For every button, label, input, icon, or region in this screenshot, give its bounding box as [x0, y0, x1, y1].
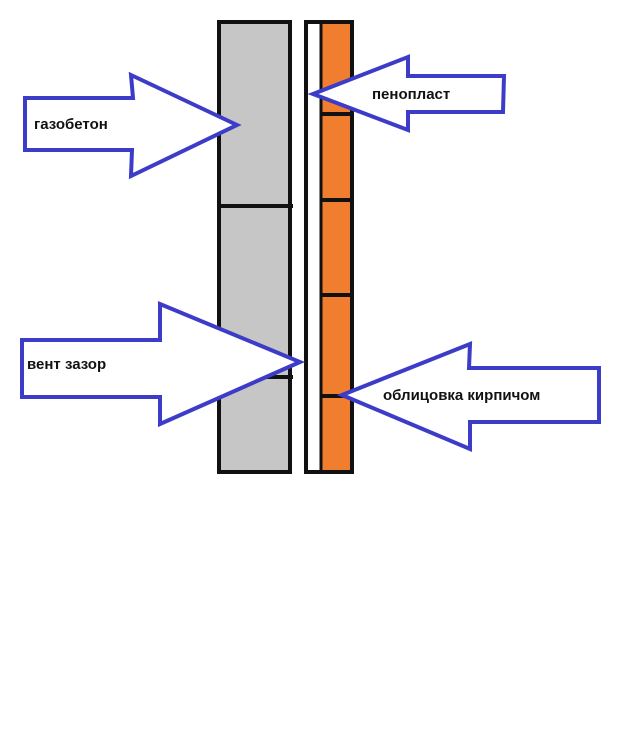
label-aerated-concrete: газобетон: [34, 116, 108, 133]
arrow-brick-facing: [336, 340, 601, 453]
arrow-aerated-concrete: [23, 71, 242, 180]
arrow-vent-gap: [20, 301, 306, 428]
label-foam: пенопласт: [372, 86, 451, 103]
label-vent-gap: вент зазор: [27, 356, 107, 373]
arrow-foam: [307, 54, 507, 133]
label-brick-facing: облицовка кирпичом: [383, 387, 541, 404]
aerated-concrete-layer: [217, 20, 292, 474]
